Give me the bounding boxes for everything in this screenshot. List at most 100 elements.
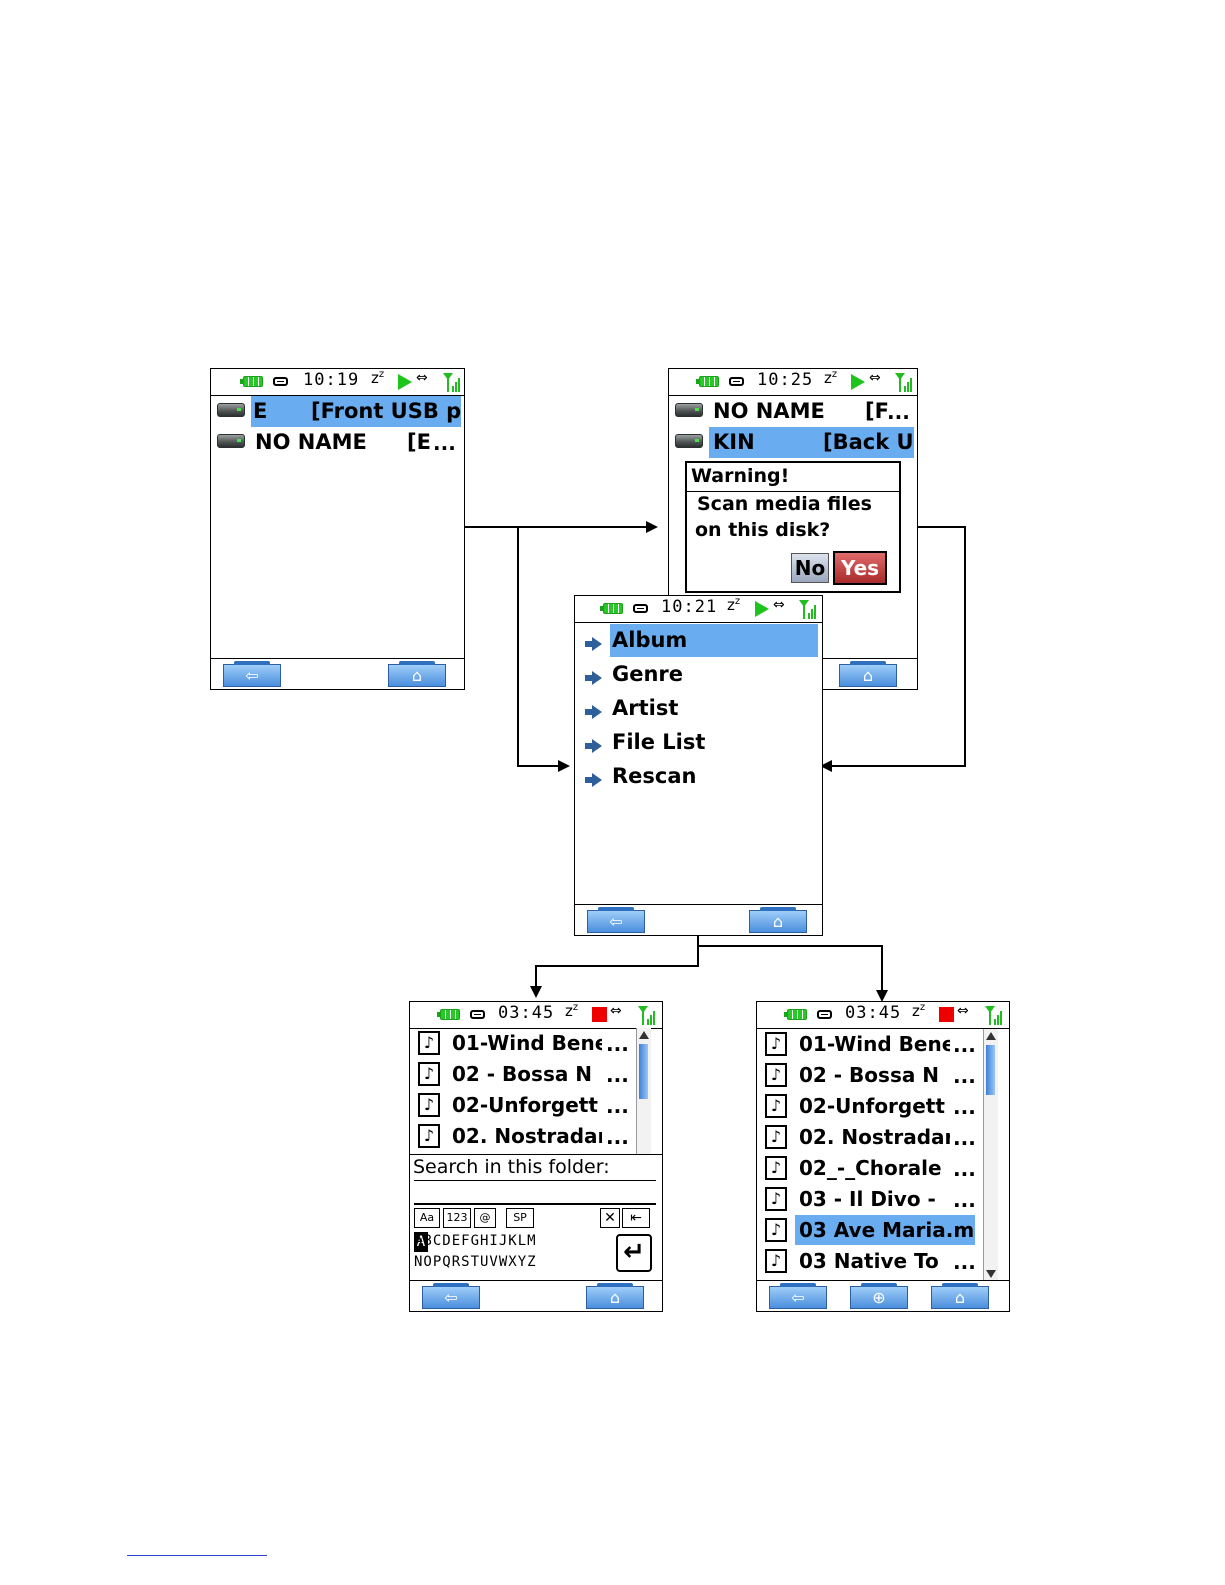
at-button[interactable]: @ xyxy=(474,1208,496,1228)
menu-item-rescan[interactable]: Rescan xyxy=(612,764,697,788)
file-item-selected[interactable]: 03 Ave Maria.m xyxy=(795,1215,975,1245)
home-icon: ⌂ xyxy=(954,1288,966,1307)
menu-item-genre[interactable]: Genre xyxy=(612,662,684,686)
keyboard-row-2[interactable]: NOPQRSTUVWXYZ xyxy=(414,1254,537,1270)
disk-name: KIN xyxy=(713,430,755,454)
add-circle-icon: ⊕ xyxy=(872,1288,886,1307)
disk-name: NO NAME xyxy=(255,430,367,454)
key-selected[interactable]: A xyxy=(414,1232,428,1252)
dialog-title: Warning! xyxy=(691,465,790,487)
ellipsis: ... xyxy=(606,1032,629,1056)
home-button[interactable]: ⌂ xyxy=(931,1283,989,1309)
home-button[interactable]: ⌂ xyxy=(388,661,446,687)
music-note-icon: ♪ xyxy=(765,1032,787,1056)
drive-icon xyxy=(217,434,245,448)
back-button[interactable]: ⇦ xyxy=(422,1283,480,1309)
home-icon: ⌂ xyxy=(609,1288,621,1307)
disk-detail: [Back U xyxy=(823,430,914,454)
arrow-screen1-to-screen3 xyxy=(517,527,570,772)
dialog-message-line1: Scan media files xyxy=(697,493,872,515)
file-item[interactable]: 02-Unforgett xyxy=(799,1094,945,1118)
keyboard-row-1[interactable]: ABCDEFGHIJKLM xyxy=(414,1233,537,1249)
disk-name: E xyxy=(253,399,268,423)
search-input[interactable] xyxy=(414,1180,656,1205)
yes-button[interactable]: Yes xyxy=(833,551,887,585)
back-button[interactable]: ⇦ xyxy=(223,661,281,687)
file-item[interactable]: 02-Unforgett xyxy=(452,1093,598,1117)
menu-item-album[interactable]: Album xyxy=(610,624,818,657)
scrollbar[interactable] xyxy=(636,1028,651,1154)
music-note-icon: ♪ xyxy=(765,1063,787,1087)
disk-row[interactable]: NO NAME [F xyxy=(709,396,914,427)
link-icon: ⇔ xyxy=(416,370,428,386)
space-button[interactable]: SP xyxy=(506,1208,534,1228)
scroll-thumb[interactable] xyxy=(986,1045,995,1095)
battery-icon xyxy=(437,1009,460,1020)
scrollbar[interactable] xyxy=(983,1029,998,1281)
ellipsis: ... xyxy=(953,1157,976,1181)
sleep-icon: zz xyxy=(912,1002,926,1020)
screen-disk-list: 10:19 zz ⇔ E [Front USB p NO NAME [E ...… xyxy=(210,368,465,690)
ellipsis: ... xyxy=(887,400,910,424)
right-arrow-icon xyxy=(585,637,602,651)
signal-icon xyxy=(985,1006,1002,1025)
signal-icon xyxy=(799,600,816,619)
right-arrow-icon xyxy=(585,705,602,719)
music-note-icon: ♪ xyxy=(765,1094,787,1118)
scroll-thumb[interactable] xyxy=(639,1044,648,1099)
numbers-button[interactable]: 123 xyxy=(443,1208,471,1228)
disk-row[interactable]: NO NAME [E xyxy=(251,427,461,458)
ellipsis: ... xyxy=(953,1095,976,1119)
back-arrow-icon: ⇦ xyxy=(609,912,623,931)
back-button[interactable]: ⇦ xyxy=(769,1283,827,1309)
file-item[interactable]: 02. Nostradar xyxy=(452,1124,602,1148)
disk-row-selected[interactable]: E [Front USB p xyxy=(251,396,461,427)
menu-item-file-list[interactable]: File List xyxy=(612,730,706,754)
case-toggle-button[interactable]: Aa xyxy=(414,1208,440,1228)
file-item[interactable]: 01-Wind Bene xyxy=(799,1032,950,1056)
disk-detail: [E xyxy=(407,430,431,454)
keylock-icon xyxy=(633,604,648,613)
screen-scan-warning: 10:25 zz ⇔ NO NAME [F ... KIN [Back U Wa… xyxy=(668,368,918,690)
clock: 10:25 xyxy=(757,370,814,390)
home-button[interactable]: ⌂ xyxy=(839,661,897,687)
back-arrow-icon: ⇦ xyxy=(791,1288,805,1307)
backspace-icon[interactable]: ⇤ xyxy=(622,1208,650,1228)
file-item[interactable]: 02. Nostradar xyxy=(799,1125,950,1149)
screen-file-search: 03:45 zz ⇔ ♪ 01-Wind Bene ... ♪ 02 - Bos… xyxy=(409,1001,663,1312)
home-button[interactable]: ⌂ xyxy=(749,907,807,933)
battery-icon xyxy=(696,376,719,387)
home-icon: ⌂ xyxy=(411,666,423,685)
ellipsis: ... xyxy=(953,1250,976,1274)
scroll-down-icon[interactable] xyxy=(986,1270,996,1278)
home-icon: ⌂ xyxy=(772,912,784,931)
arrow-screen3-to-screen5 xyxy=(698,945,888,1002)
music-note-icon: ♪ xyxy=(765,1187,787,1211)
link-icon: ⇔ xyxy=(869,370,881,386)
scroll-up-icon[interactable] xyxy=(639,1031,649,1039)
file-item[interactable]: 03 Native To xyxy=(799,1249,939,1273)
no-button[interactable]: No xyxy=(791,553,829,583)
enter-icon[interactable]: ↵ xyxy=(616,1234,652,1272)
file-item[interactable]: 02 - Bossa N xyxy=(452,1062,593,1086)
link-icon: ⇔ xyxy=(610,1003,622,1019)
play-icon xyxy=(851,374,865,390)
file-item[interactable]: 02 - Bossa N xyxy=(799,1063,940,1087)
stop-icon xyxy=(592,1007,607,1022)
keylock-icon xyxy=(273,377,288,386)
file-item[interactable]: 03 - Il Divo - xyxy=(799,1187,936,1211)
sleep-icon: zz xyxy=(371,369,385,387)
status-bar: 03:45 zz ⇔ xyxy=(410,1002,662,1029)
clear-icon[interactable]: ✕ xyxy=(600,1208,620,1228)
home-button[interactable]: ⌂ xyxy=(586,1283,644,1309)
back-arrow-icon: ⇦ xyxy=(444,1288,458,1307)
home-icon: ⌂ xyxy=(862,666,874,685)
file-item[interactable]: 01-Wind Bene xyxy=(452,1031,602,1055)
menu-item-artist[interactable]: Artist xyxy=(612,696,679,720)
scroll-up-icon[interactable] xyxy=(986,1032,996,1040)
back-button[interactable]: ⇦ xyxy=(587,907,645,933)
file-item[interactable]: 02_-_Chorale xyxy=(799,1156,942,1180)
disk-row-selected[interactable]: KIN [Back U xyxy=(709,427,914,458)
add-button[interactable]: ⊕ xyxy=(850,1283,908,1309)
